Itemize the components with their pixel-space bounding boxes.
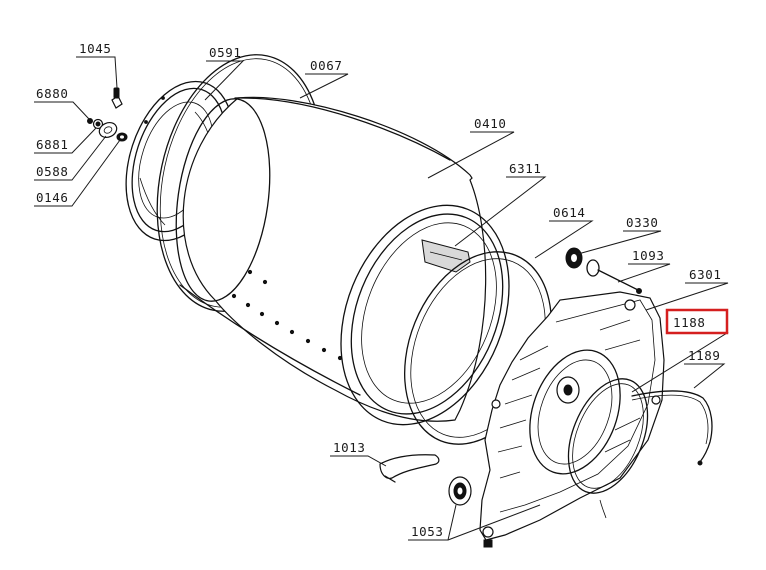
- label-0146: 0146: [36, 190, 69, 205]
- label-1045: 1045: [79, 41, 112, 56]
- part-labels: 1045 6880 6881 0588 0146 0591 0067 0410 …: [36, 41, 722, 539]
- highlight-box: [665, 308, 729, 335]
- label-6301: 6301: [689, 267, 722, 282]
- label-0067: 0067: [310, 58, 343, 73]
- cable-drawing: [631, 390, 713, 466]
- front-housing-drawing: [479, 291, 665, 548]
- drum-drawing: [175, 96, 510, 426]
- label-0614: 0614: [553, 205, 586, 220]
- label-1013: 1013: [333, 440, 366, 455]
- label-1053: 1053: [411, 524, 444, 539]
- shaft-assembly-drawing: [87, 87, 128, 142]
- bracket-and-bearing-drawing: [379, 454, 472, 506]
- label-0330: 0330: [626, 215, 659, 230]
- label-1188: 1188: [673, 315, 706, 330]
- pulley-and-rod-drawing: [565, 247, 642, 294]
- label-0410: 0410: [474, 116, 507, 131]
- label-1093: 1093: [632, 248, 665, 263]
- label-0588: 0588: [36, 164, 69, 179]
- label-6880: 6880: [36, 86, 69, 101]
- label-1189: 1189: [688, 348, 721, 363]
- housing-seal-ring-drawing: [567, 378, 649, 519]
- label-6311: 6311: [509, 161, 542, 176]
- label-6881: 6881: [36, 137, 69, 152]
- label-0591: 0591: [209, 45, 242, 60]
